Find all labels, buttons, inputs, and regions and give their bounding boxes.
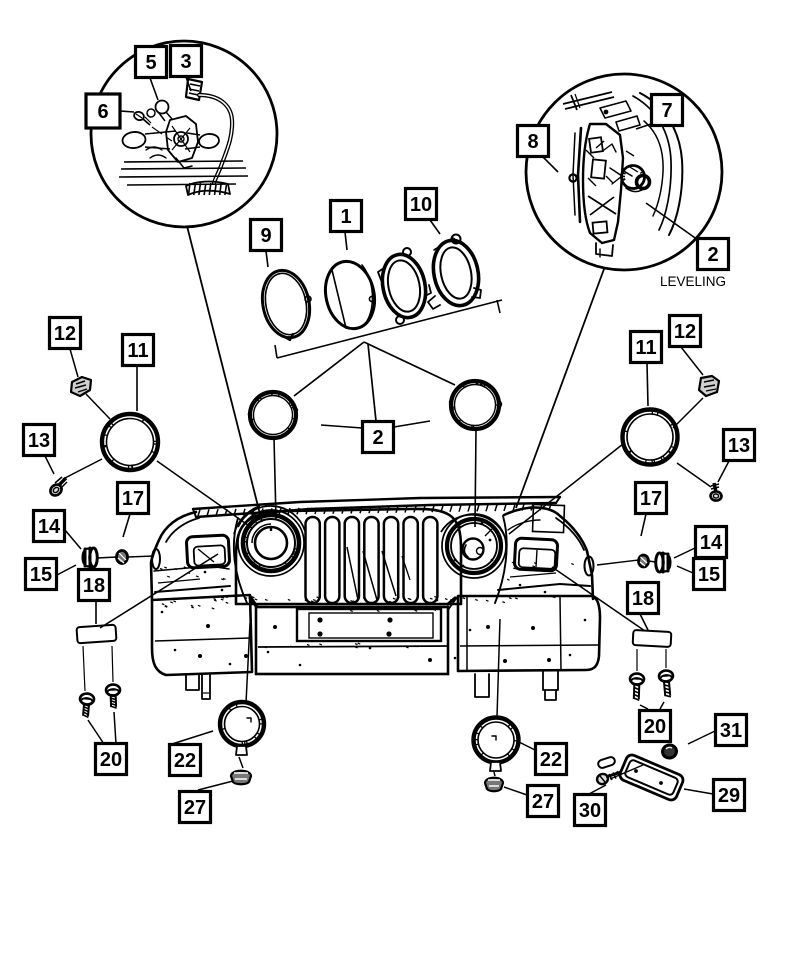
- svg-text:22: 22: [540, 749, 562, 771]
- svg-text:30: 30: [579, 800, 601, 822]
- svg-text:12: 12: [54, 323, 76, 345]
- svg-text:6: 6: [97, 101, 108, 123]
- svg-text:7: 7: [661, 100, 672, 122]
- svg-text:15: 15: [698, 564, 720, 586]
- svg-text:15: 15: [30, 564, 52, 586]
- svg-text:8: 8: [527, 131, 538, 153]
- svg-text:20: 20: [100, 749, 122, 771]
- svg-text:10: 10: [410, 194, 432, 216]
- svg-text:9: 9: [260, 225, 271, 247]
- svg-text:14: 14: [38, 516, 61, 538]
- svg-text:13: 13: [728, 435, 750, 457]
- svg-text:17: 17: [122, 488, 144, 510]
- svg-text:2: 2: [372, 427, 383, 449]
- svg-text:12: 12: [674, 321, 696, 343]
- svg-text:29: 29: [718, 785, 740, 807]
- svg-text:22: 22: [174, 750, 196, 772]
- svg-text:17: 17: [640, 488, 662, 510]
- svg-text:31: 31: [720, 720, 742, 742]
- svg-text:14: 14: [700, 532, 723, 554]
- svg-text:13: 13: [28, 430, 50, 452]
- svg-text:1: 1: [340, 206, 351, 228]
- svg-text:18: 18: [83, 575, 105, 597]
- svg-text:18: 18: [632, 588, 654, 610]
- svg-text:2: 2: [707, 244, 718, 266]
- svg-text:27: 27: [532, 791, 554, 813]
- svg-text:11: 11: [635, 337, 656, 359]
- svg-text:20: 20: [644, 716, 666, 738]
- svg-text:27: 27: [184, 797, 206, 819]
- svg-text:11: 11: [127, 340, 148, 362]
- svg-text:LEVELING: LEVELING: [660, 274, 726, 289]
- svg-text:5: 5: [145, 52, 156, 74]
- svg-text:3: 3: [180, 51, 191, 73]
